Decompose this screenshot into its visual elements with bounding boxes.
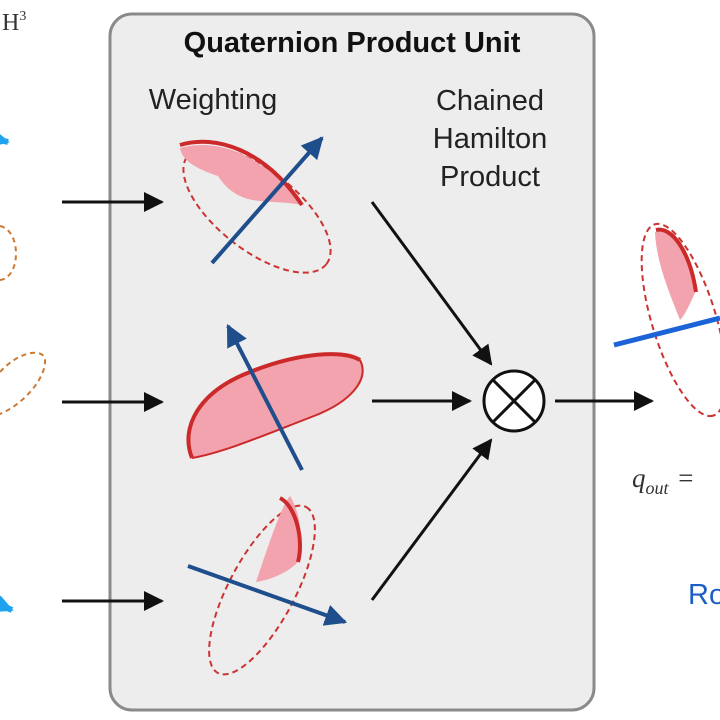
product-label-line-3: Product xyxy=(440,161,540,193)
input-space-exponent: 3 xyxy=(19,9,26,24)
input-1-rotation-ellipse xyxy=(0,225,17,281)
product-input-arrows xyxy=(370,201,493,601)
weighted-rotation-1 xyxy=(179,136,332,274)
input-2-rotation-ellipse xyxy=(0,351,47,415)
rotation-2-axis-arrow xyxy=(226,324,304,471)
output-formula: qout = xyxy=(632,463,695,498)
output-cut-label: Ro xyxy=(688,579,720,611)
weighting-label: Weighting xyxy=(149,84,277,116)
input-column: H3 xyxy=(0,9,47,613)
output-axis xyxy=(613,315,720,348)
product-operator-cross-2 xyxy=(491,378,537,424)
weighted-rotation-2 xyxy=(186,324,364,471)
rotation-3-axis-arrow xyxy=(187,564,348,626)
input-3-axis-fragment xyxy=(0,595,14,613)
output-formula-operator: = xyxy=(677,463,695,493)
product-arrow-1 xyxy=(370,201,493,366)
rotation-3-dashed-ellipse xyxy=(208,504,316,676)
output-sector xyxy=(655,231,696,320)
output-dashed-ellipse xyxy=(640,222,720,418)
rotation-3-sector xyxy=(256,496,301,582)
product-label-line-1: Chained xyxy=(436,85,544,117)
input-1-axis-fragment xyxy=(0,129,10,147)
rotation-1-axis-arrow xyxy=(210,136,324,265)
output-column: qout = Ro xyxy=(555,222,720,611)
output-formula-subscript: out xyxy=(646,478,670,498)
product-arrow-3 xyxy=(370,438,493,601)
input-space-label: H3 xyxy=(2,9,26,36)
rotation-2-rim xyxy=(191,359,364,459)
output-arc xyxy=(655,227,698,293)
panel-title: Quaternion Product Unit xyxy=(184,27,521,59)
weighted-rotation-3 xyxy=(187,496,348,676)
rotation-1-sector xyxy=(180,144,302,205)
input-space-symbol: H xyxy=(2,10,19,36)
product-label-line-2: Hamilton xyxy=(433,123,547,155)
hamilton-product-operator xyxy=(482,369,546,433)
input-arrows xyxy=(62,192,164,611)
rotation-3-arc xyxy=(278,496,302,563)
output-formula-symbol: q xyxy=(632,463,646,493)
rotation-1-arc xyxy=(179,139,304,207)
